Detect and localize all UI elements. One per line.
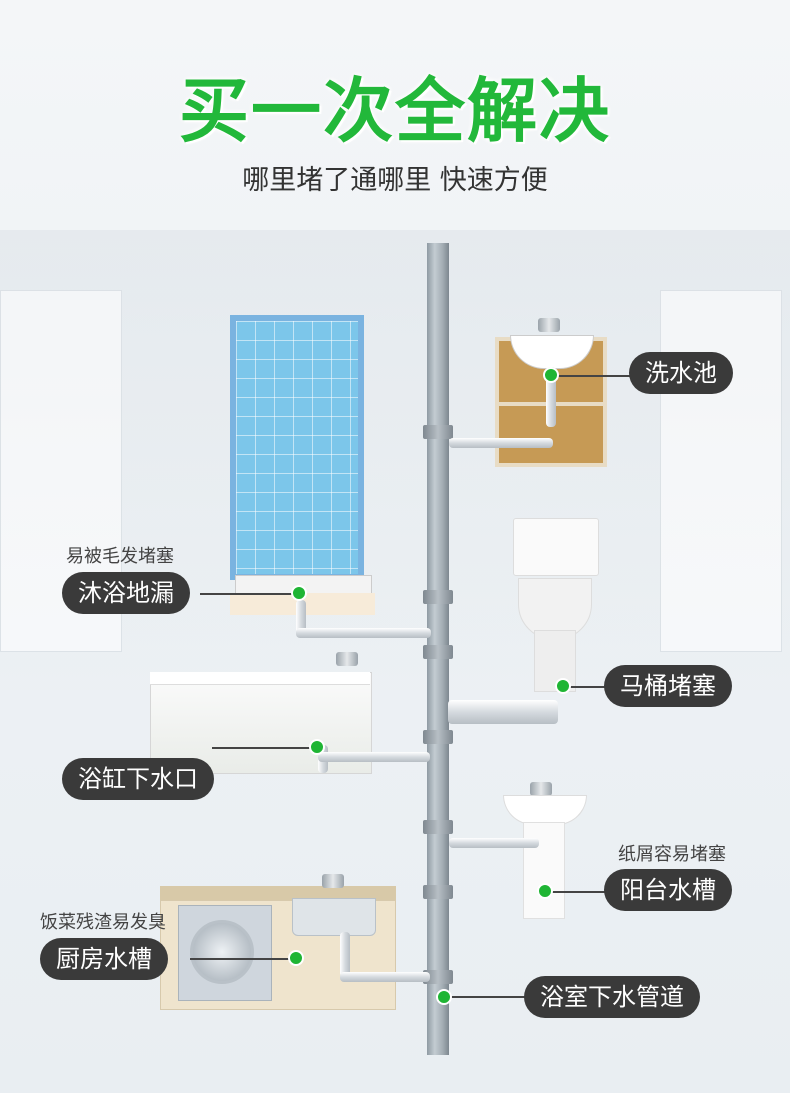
- sink-drain-pipe: [449, 438, 553, 448]
- label-kitchen: 厨房水槽: [40, 938, 168, 980]
- kitchen-sink: [292, 898, 376, 936]
- toilet-tank: [513, 518, 599, 576]
- washer-door: [190, 920, 254, 984]
- pipe-joint: [423, 590, 453, 604]
- leader-line: [190, 958, 294, 960]
- faucet-icon: [538, 318, 560, 332]
- pipe-joint: [423, 970, 453, 984]
- pipe-joint: [423, 730, 453, 744]
- marker-dot: [537, 883, 553, 899]
- background-window: [660, 290, 782, 652]
- leader-line: [200, 593, 296, 595]
- marker-dot: [436, 989, 452, 1005]
- label-bathtub: 浴缸下水口: [62, 758, 214, 800]
- note-shower-drain: 易被毛发堵塞: [66, 546, 174, 567]
- shower-illustration: [230, 315, 364, 580]
- pipe-joint: [423, 885, 453, 899]
- basin-pedestal: [523, 822, 565, 919]
- balcony-basin: [503, 795, 587, 825]
- kitchen-drain-pipe: [340, 932, 350, 977]
- marker-dot: [309, 739, 325, 755]
- leader-line: [212, 747, 316, 749]
- marker-dot: [288, 950, 304, 966]
- leader-line: [548, 891, 606, 893]
- page-subtitle: 哪里堵了通哪里 快速方便: [242, 165, 548, 196]
- bathtub-rim: [150, 672, 370, 685]
- label-toilet: 马桶堵塞: [604, 665, 732, 707]
- faucet-icon: [322, 874, 344, 888]
- page-title: 买一次全解决: [179, 70, 611, 152]
- leader-line: [556, 375, 630, 377]
- kitchen-drain-pipe: [340, 972, 430, 982]
- shower-drain-pipe: [296, 628, 431, 638]
- marker-dot: [543, 367, 559, 383]
- label-shower-drain: 沐浴地漏: [62, 572, 190, 614]
- leader-line: [570, 686, 606, 688]
- label-balcony: 阳台水槽: [604, 869, 732, 911]
- kitchen-counter: [160, 886, 396, 900]
- label-main-pipe: 浴室下水管道: [524, 976, 700, 1018]
- balcony-drain-pipe: [449, 838, 539, 848]
- label-sink: 洗水池: [629, 352, 733, 394]
- sink-drain-pipe: [546, 367, 556, 427]
- leader-line: [450, 996, 526, 998]
- shower-drain-pipe: [296, 600, 306, 635]
- note-balcony: 纸屑容易堵塞: [618, 844, 726, 865]
- marker-dot: [555, 678, 571, 694]
- toilet-drain-pipe: [448, 700, 558, 724]
- faucet-icon: [336, 652, 358, 666]
- note-kitchen: 饭菜残渣易发臭: [40, 912, 166, 933]
- pipe-joint: [423, 645, 453, 659]
- bathtub-drain-pipe: [318, 752, 430, 762]
- marker-dot: [291, 585, 307, 601]
- pipe-joint: [423, 820, 453, 834]
- pipe-joint: [423, 425, 453, 439]
- faucet-icon: [530, 782, 552, 796]
